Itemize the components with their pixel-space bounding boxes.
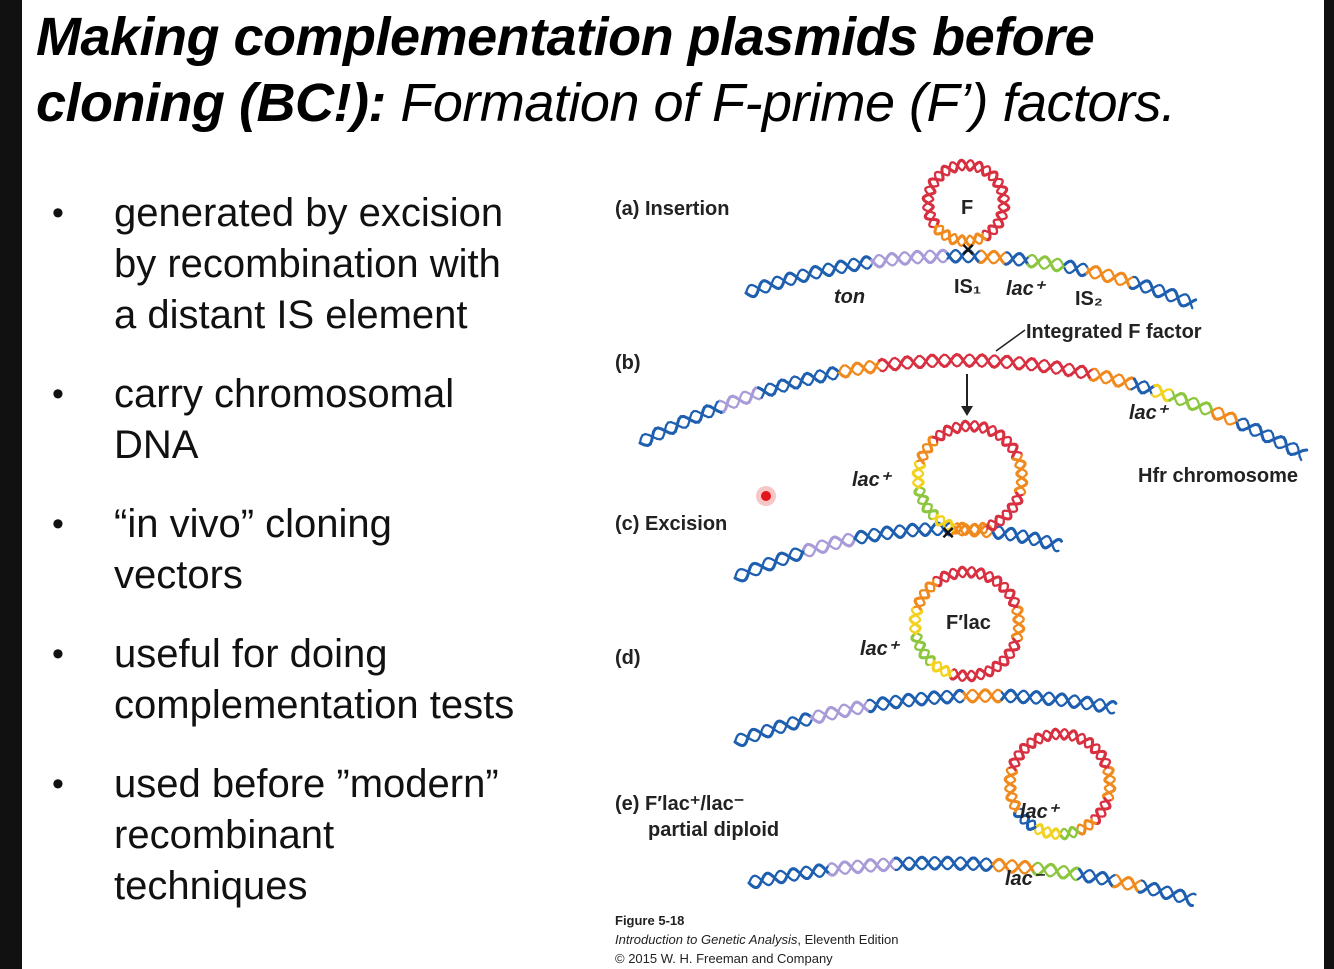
panel-a-label: (a) Insertion [615, 198, 729, 220]
panel-e-label: (e) F′lac⁺/lac⁻ [615, 793, 744, 815]
dna-backbone-segment [1113, 700, 1118, 705]
integrated-f-factor-label: Integrated F factor [1026, 321, 1202, 343]
plasmid-backbone-segment [967, 422, 972, 428]
book-title: Introduction to Genetic Analysis [615, 932, 798, 947]
lac-plus-label-a: lac⁺ [1006, 278, 1047, 300]
integrated-f-pointer [995, 329, 1026, 352]
f-prime-lac-label: F′lac [946, 612, 991, 634]
crossover-x-icon: × [962, 237, 975, 262]
crossover-x-icon: × [942, 520, 955, 545]
bullet-item: • useful for doing complementation tests [52, 629, 572, 731]
lac-minus-label-e: lac⁻ [1005, 868, 1046, 890]
bullet-dot-icon: • [52, 765, 64, 803]
down-arrow-icon [961, 406, 973, 416]
bullet-text: “in vivo” cloning [114, 502, 392, 546]
bullet-text: useful for doing [114, 632, 388, 676]
chromosome-c [733, 521, 1063, 583]
chromosome-d [733, 688, 1118, 747]
title-line-2-bold: cloning (BC!): [36, 73, 386, 133]
book-edition: , Eleventh Edition [797, 932, 898, 947]
plasmid-excising-c [911, 419, 1029, 537]
plasmid-f-prime-lac-d [908, 565, 1026, 683]
slide: Making complementation plasmids before c… [22, 0, 1324, 969]
bullet-item: • generated by excision by recombination… [52, 188, 572, 341]
dna-backbone-segment [1192, 892, 1197, 896]
dna-backbone-segment [1111, 711, 1116, 715]
chromosome-a [744, 248, 1198, 310]
panel-c-label: (c) Excision [615, 513, 727, 535]
lac-plus-label-e: lac⁺ [1020, 801, 1061, 823]
panel-e-sublabel: partial diploid [648, 819, 779, 841]
dna-strands [638, 158, 1309, 907]
figure-citation: Introduction to Genetic Analysis, Eleven… [615, 932, 899, 947]
bullet-text: a distant IS element [114, 293, 468, 337]
dna-backbone-segment [1059, 538, 1063, 543]
slide-title: Making complementation plasmids before c… [36, 4, 1316, 136]
bullet-text: used before ”modern” [114, 762, 499, 806]
plasmid-f-prime-lac-e [1003, 727, 1117, 841]
panel-d-label: (d) [615, 647, 641, 669]
chromosome-e [747, 855, 1197, 907]
ton-gene-label: ton [834, 286, 865, 308]
plasmid-backbone-segment [964, 568, 969, 574]
bullet-dot-icon: • [52, 505, 64, 543]
lac-plus-label-c: lac⁺ [852, 469, 893, 491]
copyright-notice: © 2015 W. H. Freeman and Company [615, 951, 833, 966]
bullet-dot-icon: • [52, 635, 64, 673]
panel-b-label: (b) [615, 352, 641, 374]
bullet-dot-icon: • [52, 375, 64, 413]
plasmid-backbone-segment [1057, 730, 1062, 736]
bullet-item: • carry chromosomal DNA [52, 369, 572, 471]
bullet-text: DNA [114, 423, 199, 467]
bullet-text: techniques [114, 864, 308, 908]
hfr-chromosome-label: Hfr chromosome [1138, 465, 1298, 487]
lac-plus-label-d: lac⁺ [860, 638, 901, 660]
bullet-text: carry chromosomal [114, 372, 455, 416]
title-line-2-rest: Formation of F-prime (F’) factors. [385, 73, 1176, 133]
dna-backbone-segment [1191, 298, 1198, 303]
plasmid-f-label: F [961, 197, 973, 219]
bullet-item: • used before ”modern” recombinant techn… [52, 759, 572, 912]
bullet-text: generated by excision [114, 191, 504, 235]
dna-backbone-segment [1190, 304, 1194, 310]
bullet-list: • generated by excision by recombination… [52, 188, 572, 940]
bullet-item: • “in vivo” cloning vectors [52, 499, 572, 601]
bullet-text: vectors [114, 553, 243, 597]
lac-plus-label-b: lac⁺ [1129, 402, 1170, 424]
is2-label: IS₂ [1075, 288, 1103, 310]
bullet-text: by recombination with [114, 242, 501, 286]
figure-number: Figure 5-18 [615, 913, 684, 928]
crossover-marks: ×× [942, 237, 975, 545]
plasmid-f-a [921, 158, 1011, 248]
plasmid-backbone-segment [963, 161, 968, 167]
f-prime-formation-figure: (a) Insertion (b) (c) Excision (d) (e) F… [615, 158, 1309, 966]
dna-backbone-segment [1298, 455, 1303, 462]
hfr-chromosome-b [638, 352, 1309, 462]
bullet-text: complementation tests [114, 683, 515, 727]
dna-backbone-segment [1301, 448, 1309, 452]
bullet-dot-icon: • [52, 194, 64, 232]
bullet-text: recombinant [114, 813, 335, 857]
title-line-1: Making complementation plasmids before [36, 7, 1095, 67]
laser-pointer-icon [761, 491, 771, 501]
is1-label: IS₁ [954, 276, 981, 298]
